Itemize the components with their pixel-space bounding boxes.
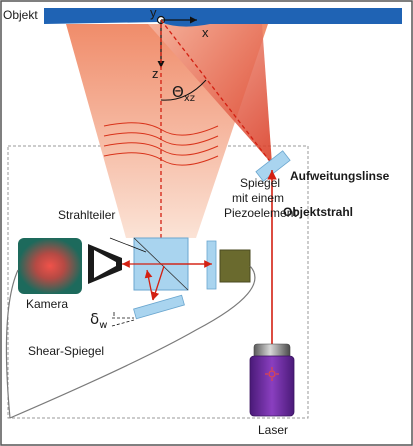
beam-splitter-label: Strahlteiler [58,208,115,222]
camera-lens-inner [94,250,116,278]
mirror-label-line3: Piezoelement [224,206,297,220]
wavefronts [103,122,219,166]
object-beam-fan [148,24,272,164]
piezo-cable [9,265,256,419]
object-surface [44,8,402,27]
beam-splitter-leader [109,237,147,253]
theta-symbol: Θxz [172,83,195,104]
object-beam-direction [160,19,273,165]
shear-angle-indicator [111,312,135,327]
object-beam-label: Objektstrahl [283,205,353,219]
camera-cable [5,269,19,419]
axis-y-label: y [150,5,157,20]
piezo-mirror [206,240,217,290]
axis-z-label: z [152,66,159,81]
theta-arc [160,79,207,101]
delta-symbol: δw [90,310,107,331]
laser-source [249,343,295,417]
axis-x-label: x [202,25,209,40]
mirror-label-line1: Spiegel [240,176,280,190]
camera-body [18,238,82,294]
shear-mirror-label: Shear-Spiegel [28,344,104,358]
laser-label: Laser [258,423,288,437]
piezo-element [219,249,251,283]
mirror-label-line2: mit einem [232,191,284,205]
laser-warning-icon [265,367,279,381]
internal-beams [122,260,212,301]
camera-label: Kamera [26,297,68,311]
expansion-lens-label: Aufweitungslinse [290,169,390,183]
object-label: Objekt [3,8,38,22]
shear-mirror [133,294,185,320]
